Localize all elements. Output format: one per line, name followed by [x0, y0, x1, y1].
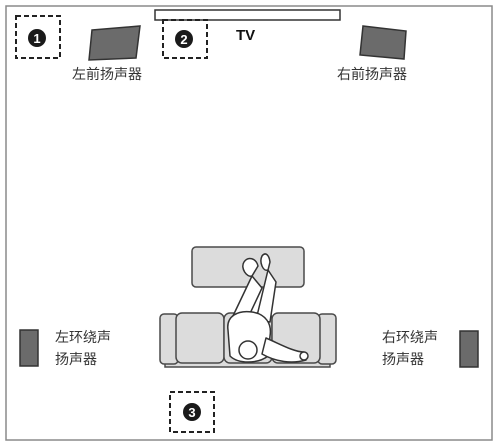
front-left-speaker — [88, 25, 141, 61]
front-left-speaker-label: 左前扬声器 — [72, 67, 142, 83]
position-marker-1: 1 — [15, 15, 61, 59]
surround-left-label-line2: 扬声器 — [55, 352, 97, 368]
position-number-3: 3 — [188, 405, 195, 420]
seated-person — [227, 253, 309, 363]
surround-right-speaker — [459, 330, 479, 368]
surround-right-label-line2: 扬声器 — [382, 352, 424, 368]
position-marker-2: 2 — [162, 19, 208, 59]
front-right-speaker-label: 右前扬声器 — [337, 67, 407, 83]
tv-label: TV — [236, 27, 256, 44]
position-marker-3: 3 — [169, 391, 215, 433]
surround-right-label-line1: 右环绕声 — [382, 330, 438, 346]
position-number-2: 2 — [180, 32, 187, 47]
front-right-speaker — [359, 25, 407, 60]
position-number-1: 1 — [33, 31, 40, 46]
surround-left-label-line1: 左环绕声 — [55, 330, 111, 346]
surround-left-speaker — [19, 329, 39, 367]
tv-screen — [154, 9, 341, 21]
